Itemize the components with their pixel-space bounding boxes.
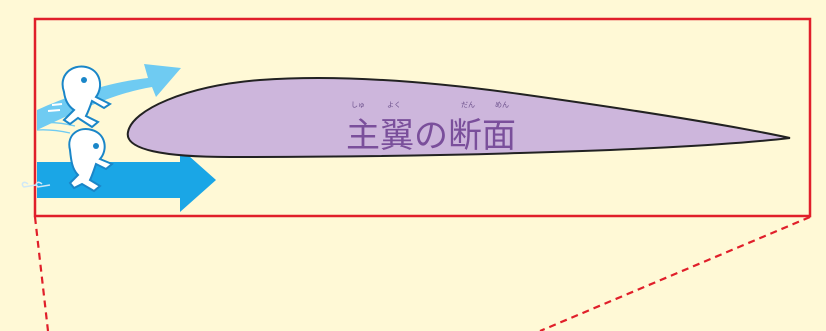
airflow-arrow-icon [37, 148, 216, 212]
running-mascot-icon [21, 128, 114, 193]
diagram-title: 主翼の断面 [346, 116, 516, 156]
airfoil-shape [126, 77, 791, 159]
zoom-frame [33, 17, 812, 218]
ruby-men: めん [495, 101, 509, 109]
projection-line-left [33, 216, 50, 331]
ruby-yoku: よく [387, 101, 401, 109]
title-group: しゅ よく だん めん 主翼の断面 [340, 100, 540, 156]
airflow-arrow-icon [37, 64, 181, 130]
projection-line-right [539, 215, 811, 331]
running-mascot-icon [47, 65, 112, 129]
ruby-dan: だん [461, 101, 475, 109]
ruby-shu: しゅ [351, 101, 365, 109]
